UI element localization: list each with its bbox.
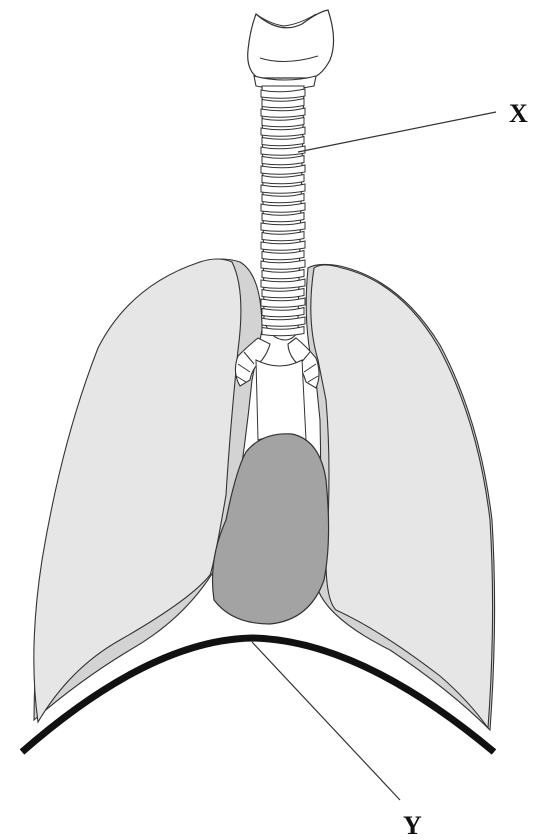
label-x: X xyxy=(509,99,528,128)
left-lung-lobe xyxy=(34,259,241,722)
trachea xyxy=(261,86,305,340)
larynx xyxy=(248,10,334,89)
pointer-line-y xyxy=(252,642,400,800)
label-y: Y xyxy=(403,811,422,840)
left-lung xyxy=(34,259,262,722)
mediastinum xyxy=(256,360,306,440)
right-lung xyxy=(306,264,494,730)
pointer-line-x xyxy=(298,112,496,152)
